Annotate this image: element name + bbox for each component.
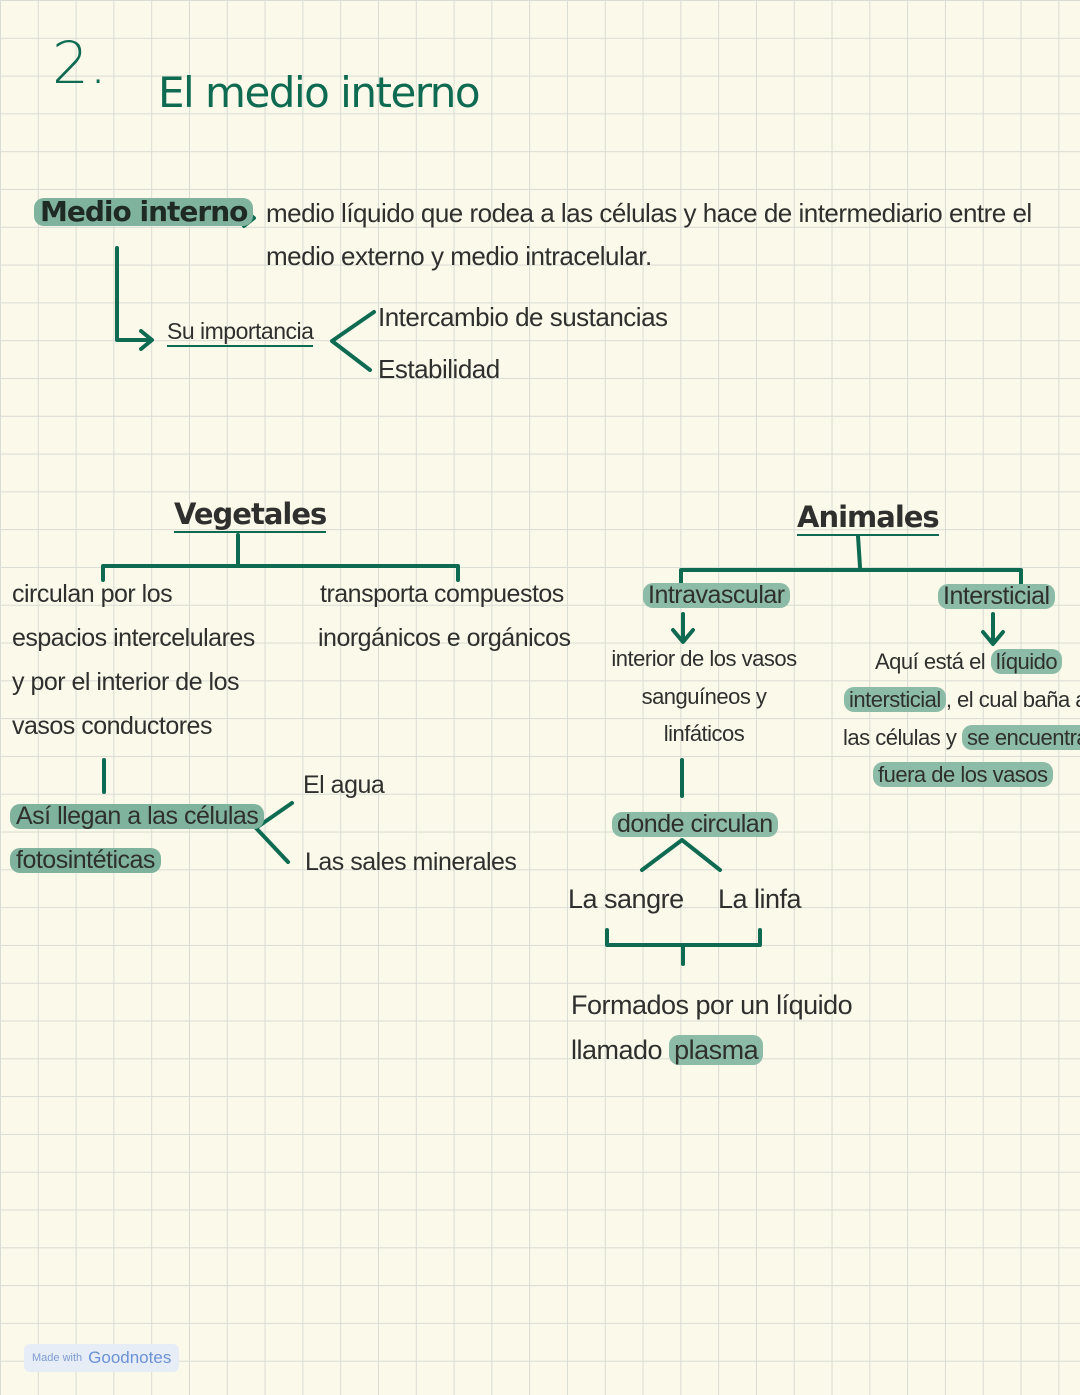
intersticial-line-2: intersticial, el cual baña a bbox=[844, 687, 1080, 712]
vegetales-left-line-1: circulan por los bbox=[12, 580, 173, 608]
fluid-linfa: La linfa bbox=[718, 884, 802, 914]
intersticial-line-4: fuera de los vasos bbox=[873, 762, 1053, 787]
intersticial-l2-hl: intersticial bbox=[844, 687, 946, 712]
intravascular-desc-1: interior de los vasos bbox=[611, 646, 797, 671]
intersticial-l3-text: las células y bbox=[843, 725, 957, 750]
vegetales-left-line-3: y por el interior de los bbox=[12, 668, 240, 696]
intersticial-l4-hl: fuera de los vasos bbox=[873, 762, 1053, 787]
term-medio-interno: Medio interno bbox=[34, 198, 254, 226]
definition-line-2: medio externo y medio intracelular. bbox=[266, 241, 652, 271]
intravascular-desc-3: linfáticos bbox=[663, 721, 745, 746]
intersticial-title: Intersticial bbox=[938, 584, 1055, 609]
formed-line-2-text: llamado bbox=[571, 1035, 663, 1065]
watermark-made-with: Made with bbox=[32, 1352, 83, 1364]
intersticial-line-3: las células y se encuentra bbox=[843, 725, 1080, 750]
section-number: 2. bbox=[52, 29, 108, 97]
importance-item-1: Intercambio de sustancias bbox=[378, 302, 668, 332]
vegetales-left-line-2: espacios intercelulares bbox=[12, 624, 255, 652]
watermark-brand: Goodnotes bbox=[88, 1348, 172, 1367]
vegetales-result-line-1: Así llegan a las células bbox=[10, 804, 265, 829]
vegetales-right-line-1: transporta compuestos bbox=[320, 580, 564, 608]
substance-minerals: Las sales minerales bbox=[305, 848, 517, 876]
goodnotes-watermark: Made with Goodnotes bbox=[24, 1344, 180, 1372]
intersticial-l1-hl: líquido bbox=[990, 649, 1063, 674]
importance-item-2: Estabilidad bbox=[378, 354, 500, 384]
intersticial-l3-hl: se encuentra bbox=[961, 725, 1080, 750]
donde-circulan: donde circulan bbox=[612, 812, 778, 837]
intersticial-l2-text: , el cual baña a bbox=[945, 687, 1080, 712]
formed-line-2: llamado plasma bbox=[571, 1035, 764, 1065]
intravascular-desc-2: sanguíneos y bbox=[641, 684, 767, 709]
animales-title: Animales bbox=[797, 500, 940, 536]
intersticial-line-1: Aquí está el líquido bbox=[875, 649, 1063, 674]
fluid-sangre: La sangre bbox=[568, 884, 684, 914]
intersticial-l1-text: Aquí está el bbox=[875, 649, 986, 674]
vegetales-right-line-2: inorgánicos e orgánicos bbox=[318, 624, 571, 652]
formed-line-1: Formados por un líquido bbox=[571, 990, 853, 1020]
page-title: El medio interno bbox=[158, 68, 481, 117]
vegetales-left-line-4: vasos conductores bbox=[12, 712, 212, 740]
intravascular-title: Intravascular bbox=[643, 583, 790, 608]
plasma-highlight: plasma bbox=[669, 1035, 764, 1065]
substance-water: El agua bbox=[303, 771, 385, 799]
vegetales-result-line-2: fotosintéticas bbox=[10, 848, 161, 873]
importance-label: Su importancia bbox=[167, 320, 314, 347]
definition-line-1: medio líquido que rodea a las células y … bbox=[266, 198, 1032, 228]
vegetales-title: Vegetales bbox=[174, 497, 327, 533]
